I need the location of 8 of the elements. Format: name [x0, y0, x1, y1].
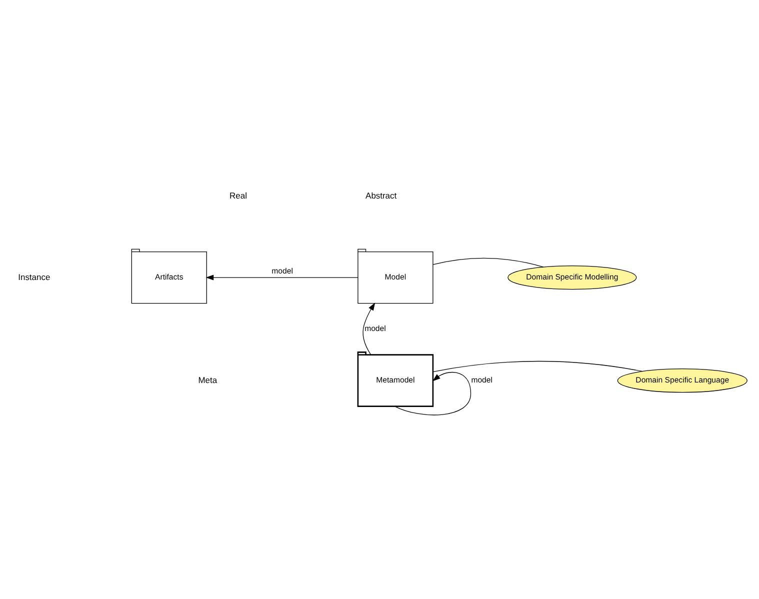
label: Meta: [198, 374, 218, 384]
arrow: [206, 274, 358, 280]
connector: [432, 257, 544, 267]
connector: [432, 360, 643, 372]
arrow: [362, 302, 376, 354]
label: Instance: [18, 271, 50, 282]
label: Abstract: [366, 190, 397, 200]
label: Real: [230, 190, 247, 200]
